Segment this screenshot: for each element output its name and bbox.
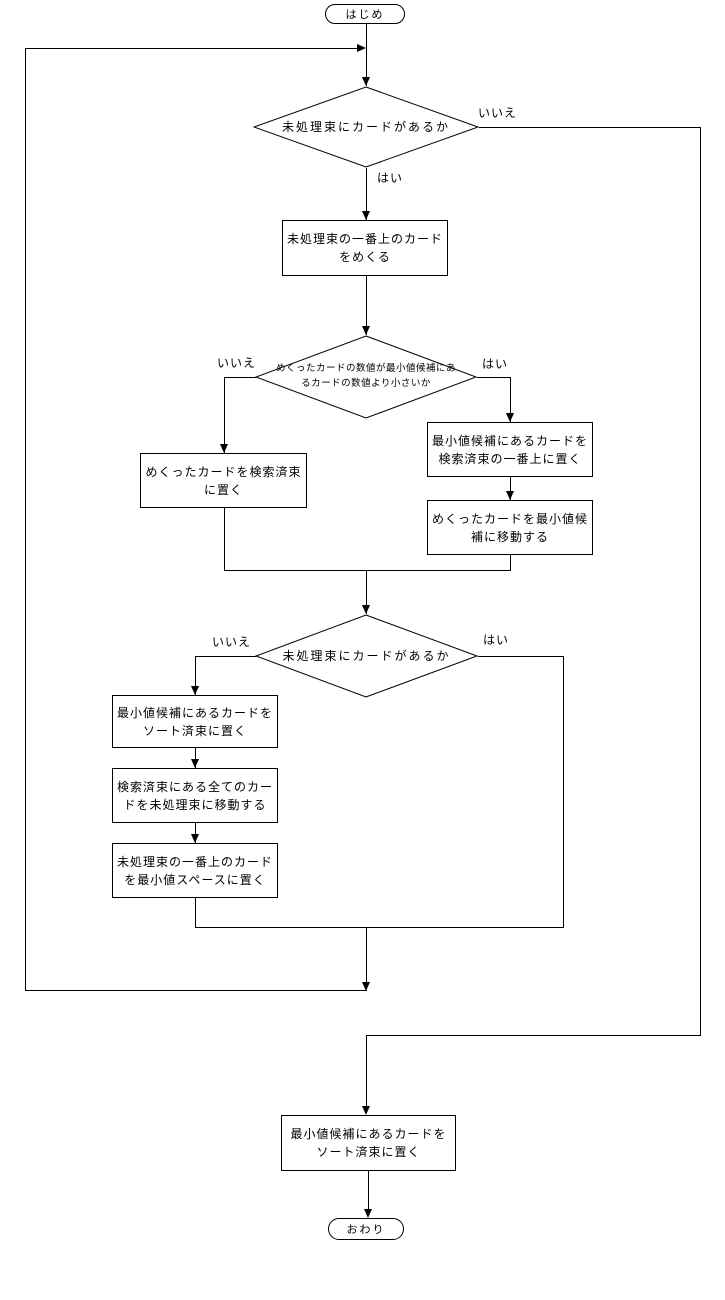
connector-merge-d3 <box>366 570 367 614</box>
connector-loop-v-left <box>25 48 26 991</box>
arrowhead-into-pb <box>191 759 199 768</box>
connector-d1-no-h-bottom <box>366 1035 701 1036</box>
arrowhead-into-pa <box>191 686 199 695</box>
decision1-diamond <box>253 86 480 168</box>
connector-start-d1 <box>366 23 367 86</box>
decision3-diamond <box>255 614 479 698</box>
decision3-no-label: いいえ <box>212 635 252 649</box>
connector-merge-to-loop <box>366 927 367 983</box>
connector-pc-down <box>195 898 196 928</box>
arrowhead-into-final <box>362 1106 370 1115</box>
process-searched-all-to-unprocessed: 検索済束にある全てのカー ドを未処理束に移動する <box>112 768 278 823</box>
arrowhead-into-pc <box>191 834 199 843</box>
decision1-text: 未処理束にカードがあるか <box>281 120 450 134</box>
arrowhead-into-p1 <box>362 211 370 220</box>
arrowhead-loop-into-main <box>357 43 366 52</box>
connector-d1-no-h <box>479 127 701 128</box>
decision1-yes-label: はい <box>377 171 404 185</box>
decision3-yes-label: はい <box>483 633 510 647</box>
connector-pl-down <box>224 508 225 571</box>
connector-d3-no-v <box>195 656 196 695</box>
connector-d3-yes-h <box>478 656 564 657</box>
connector-d2-no-h <box>224 377 256 378</box>
start-terminator: はじめ <box>325 4 405 24</box>
connector-loop-h-bottom <box>25 990 367 991</box>
connector-d2-yes-v <box>510 377 511 422</box>
arrowhead-into-d2 <box>362 326 370 335</box>
connector-d2-yes-h <box>477 377 511 378</box>
decision2-no-label: いいえ <box>217 356 257 370</box>
process-candidate-to-searched-top: 最小値候補にあるカードを 検索済束の一番上に置く <box>427 422 593 477</box>
arrowhead-into-pr2 <box>506 491 514 500</box>
decision2-diamond <box>255 335 478 419</box>
connector-loop-h-top <box>25 48 357 49</box>
arrowhead-into-d1 <box>362 77 370 86</box>
end-terminator: おわり <box>328 1218 404 1240</box>
arrowhead-into-pr1 <box>506 413 514 422</box>
connector-merge-h <box>224 570 511 571</box>
process-final-candidate-to-sorted: 最小値候補にあるカードを ソート済束に置く <box>281 1115 456 1171</box>
arrowhead-into-end <box>364 1209 372 1218</box>
connector-d2-no-v <box>224 377 225 453</box>
connector-pa-pb <box>195 748 196 768</box>
arrowhead-loop-junction <box>362 982 370 991</box>
process-put-flipped-in-searched: めくったカードを検索済束 に置く <box>140 453 307 508</box>
connector-p1-d2 <box>366 276 367 335</box>
process-candidate-to-sorted: 最小値候補にあるカードを ソート済束に置く <box>112 695 278 748</box>
connector-bottom-merge-h <box>195 927 564 928</box>
connector-d3-no-h <box>195 656 256 657</box>
connector-pr2-down <box>510 555 511 571</box>
decision1-no-label: いいえ <box>478 106 518 120</box>
decision3-text: 未処理束にカードがあるか <box>282 649 451 663</box>
process-flip-top-card: 未処理束の一番上のカード をめくる <box>282 220 448 276</box>
connector-into-final <box>366 1035 367 1107</box>
process-flipped-to-candidate: めくったカードを最小値候 補に移動する <box>427 500 593 555</box>
connector-d3-yes-v <box>563 656 564 928</box>
connector-d1-p1 <box>366 168 367 220</box>
connector-d1-no-v-right <box>700 127 701 1036</box>
decision2-yes-label: はい <box>482 357 509 371</box>
connector-pr1-pr2 <box>510 477 511 500</box>
connector-pb-pc <box>195 823 196 843</box>
process-top-to-min-space: 未処理束の一番上のカード を最小値スペースに置く <box>112 843 278 898</box>
arrowhead-into-pl <box>220 444 228 453</box>
arrowhead-into-d3 <box>362 605 370 614</box>
decision2-text: めくったカードの数値が最小値候補にあ るカードの数値より小さいか <box>275 363 456 389</box>
connector-final-end <box>368 1171 369 1211</box>
